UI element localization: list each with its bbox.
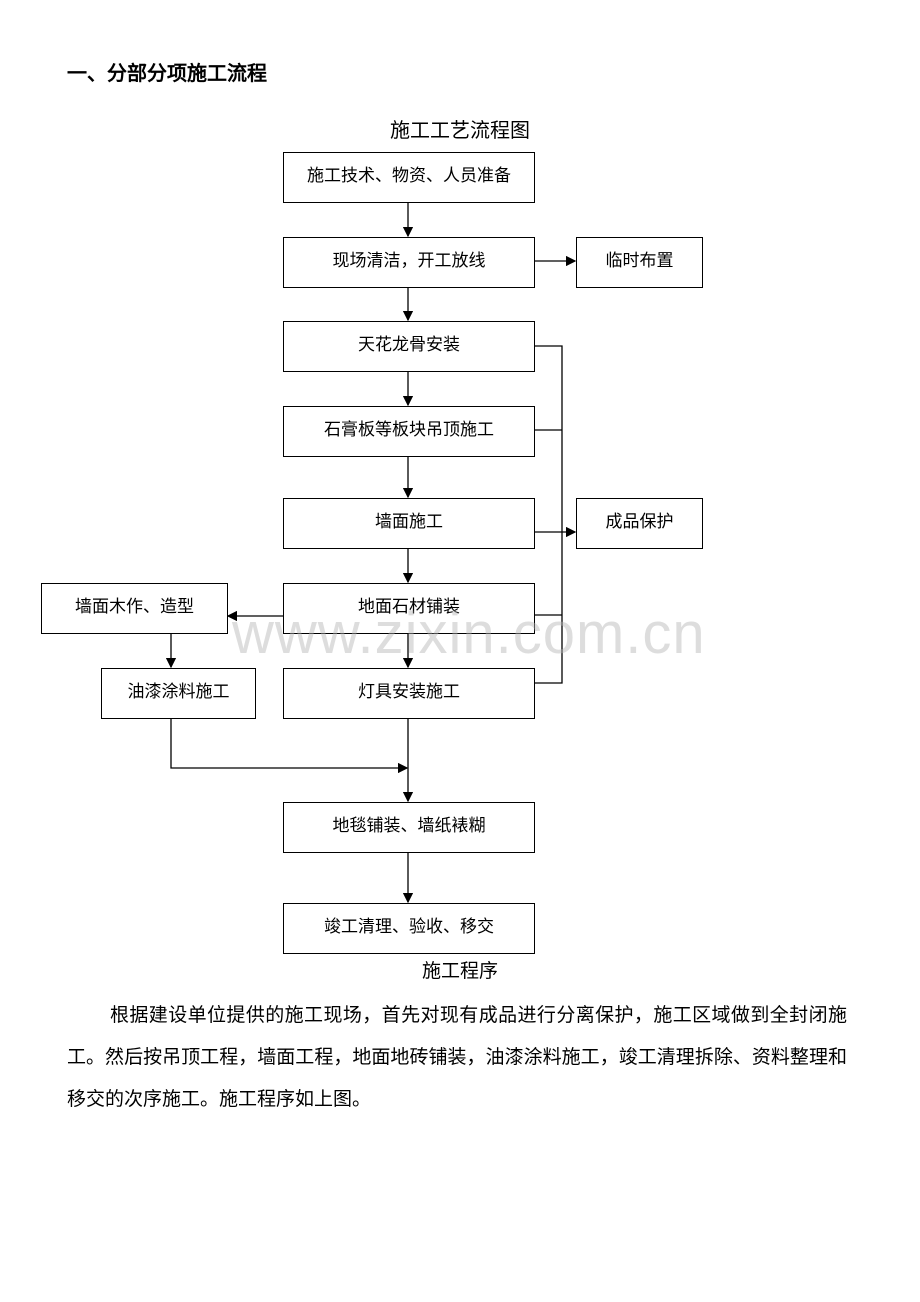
section-heading: 一、分部分项施工流程	[67, 61, 267, 85]
step-completion: 竣工清理、验收、移交	[283, 903, 535, 954]
step-wall-woodwork: 墙面木作、造型	[41, 583, 228, 634]
step-temporary-layout: 临时布置	[576, 237, 703, 288]
step-painting: 油漆涂料施工	[101, 668, 256, 719]
step-wall: 墙面施工	[283, 498, 535, 549]
flowchart-caption: 施工程序	[421, 960, 498, 982]
step-preparation: 施工技术、物资、人员准备	[283, 152, 535, 203]
step-ceiling-boards: 石膏板等板块吊顶施工	[283, 406, 535, 457]
step-ceiling-keel: 天花龙骨安装	[283, 321, 535, 372]
step-carpet-wallpaper: 地毯铺装、墙纸裱糊	[283, 802, 535, 853]
step-lamp-install: 灯具安装施工	[283, 668, 535, 719]
step-site-clearing: 现场清洁，开工放线	[283, 237, 535, 288]
watermark: www.zixin.com.cn	[232, 601, 706, 666]
step-floor-stone: 地面石材铺装	[283, 583, 535, 634]
body-paragraph: 根据建设单位提供的施工现场，首先对现有成品进行分离保护，施工区域做到全封闭施工。…	[67, 1004, 847, 1110]
step-product-protection: 成品保护	[576, 498, 703, 549]
flowchart-title: 施工工艺流程图	[390, 118, 530, 142]
